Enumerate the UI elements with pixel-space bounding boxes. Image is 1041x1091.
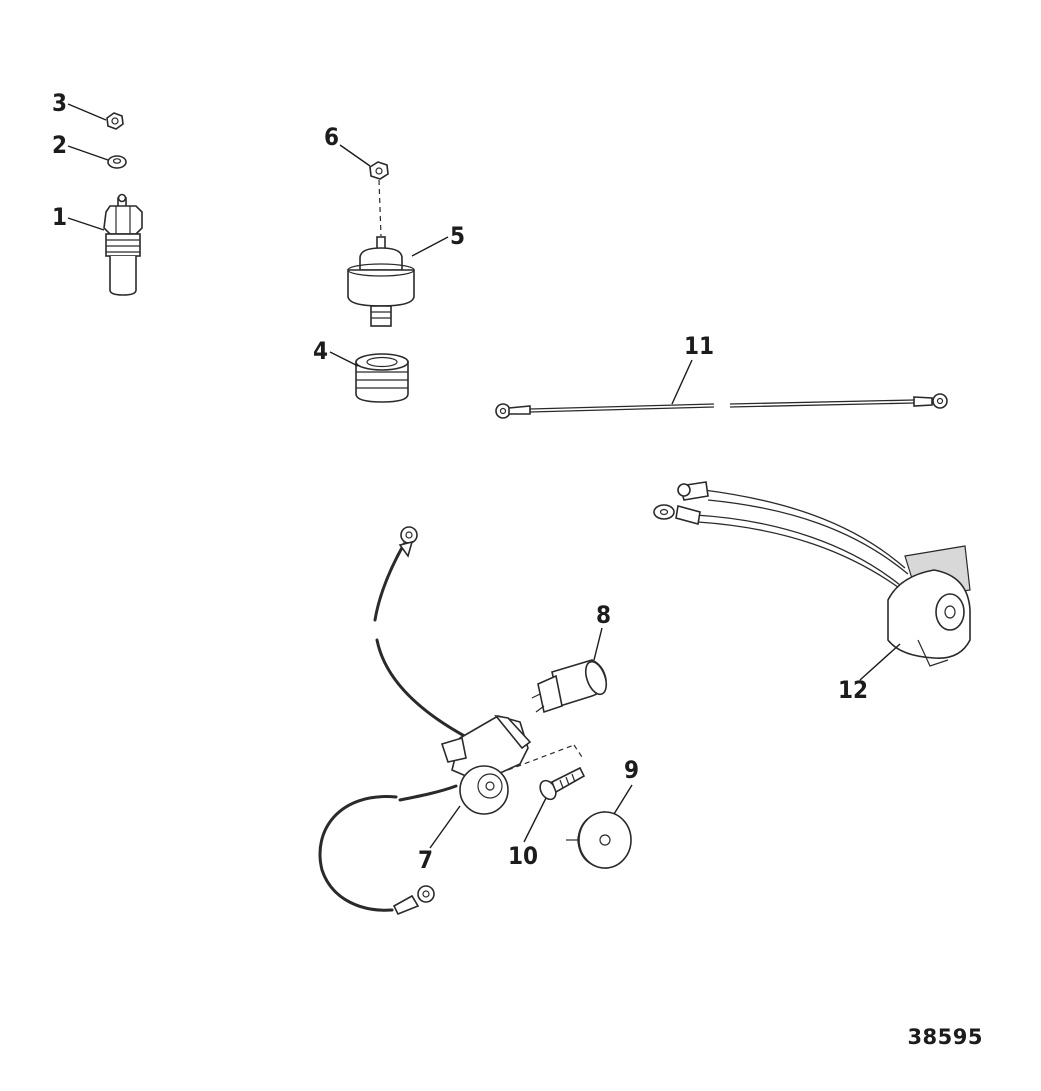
callout-5: 5: [450, 222, 465, 250]
callout-3: 3: [52, 89, 67, 117]
part-10-screw: [539, 766, 586, 801]
part-1-temperature-sender: [103, 193, 143, 296]
part-9-cap: [566, 811, 632, 869]
callout-2: 2: [52, 131, 67, 159]
assembly-line-6-5: [378, 179, 382, 237]
part-2-washer: [107, 155, 127, 169]
part-12-coil: [653, 481, 971, 667]
callout-12: 12: [838, 676, 868, 704]
leader-lines: [67, 103, 901, 849]
callout-10: 10: [508, 842, 538, 870]
callout-9: 9: [624, 756, 639, 784]
part-3-nut: [106, 112, 124, 130]
part-6-nut: [369, 161, 389, 180]
part-11-ground-lead: [495, 393, 948, 419]
callout-8: 8: [596, 601, 611, 629]
callout-6: 6: [324, 123, 339, 151]
callout-4: 4: [313, 337, 328, 365]
part-8-condenser: [531, 659, 608, 714]
assembly-line-10: [507, 744, 575, 771]
callout-1: 1: [52, 203, 67, 231]
figure-number: 38595: [907, 1025, 983, 1049]
callout-7: 7: [418, 846, 433, 874]
part-4-adapter-fitting: [355, 353, 409, 403]
assembly-line-10b: [573, 744, 585, 761]
part-7-breaker-assembly: [318, 526, 532, 916]
callout-11: 11: [684, 332, 714, 360]
part-5-pressure-sender: [347, 236, 415, 327]
